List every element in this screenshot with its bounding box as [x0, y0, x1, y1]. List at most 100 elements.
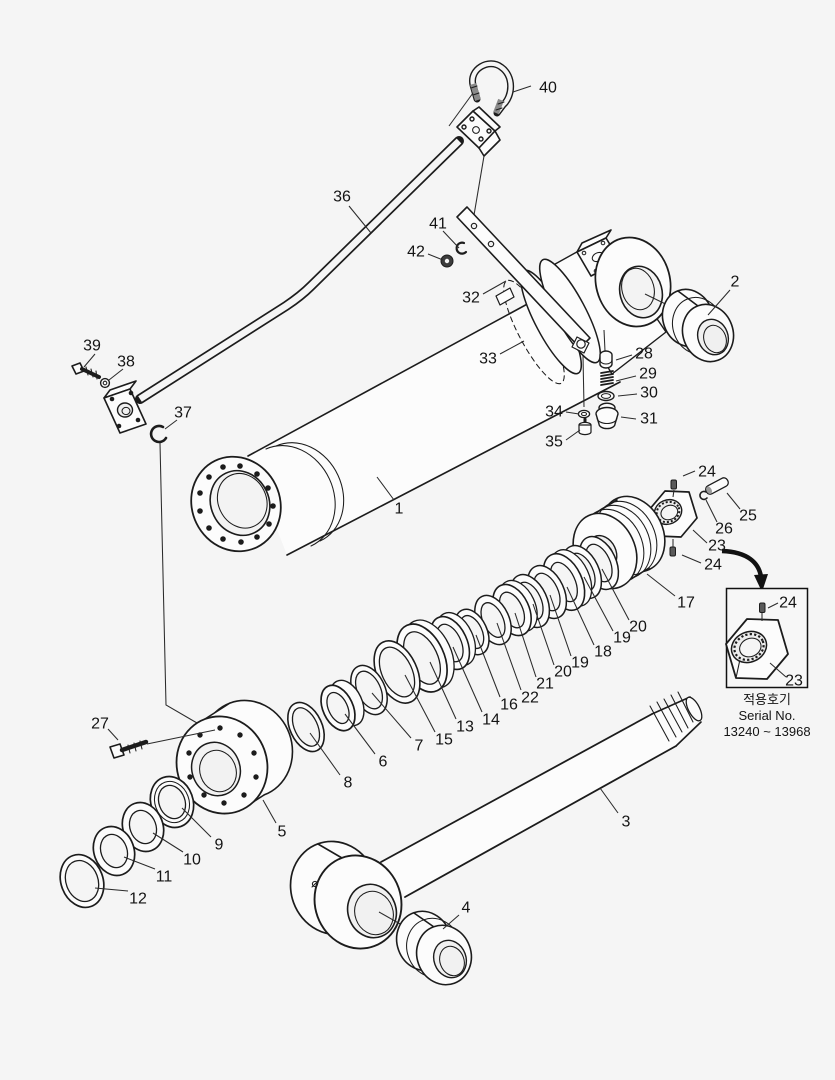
leader-line-23 — [692, 529, 708, 544]
part-36-pipe — [135, 136, 464, 404]
part-35-bolt — [578, 417, 592, 436]
leader-line-3 — [599, 787, 619, 814]
inset-set-screw — [759, 602, 766, 621]
callout-21: 21 — [536, 676, 554, 693]
callout-20: 20 — [554, 664, 572, 681]
leader-line-20 — [601, 568, 630, 621]
callout-33: 33 — [479, 351, 497, 368]
part-38-washer — [99, 377, 111, 389]
callout-29: 29 — [639, 366, 657, 383]
part-12-ring — [59, 853, 105, 909]
leader-line-33 — [499, 340, 525, 355]
part-2-bushing — [661, 288, 735, 363]
part-4-bushing — [395, 910, 473, 986]
part-27-bolt — [109, 739, 149, 759]
caption-serial: Serial No. — [738, 708, 795, 723]
leader-line-13 — [429, 661, 457, 720]
part-1-cylinder-tube — [190, 276, 621, 556]
leader-line-15 — [404, 674, 436, 733]
part-39-bolt — [71, 362, 101, 380]
leader-line-40 — [512, 85, 532, 93]
callout-2: 2 — [731, 274, 740, 291]
part-34-washer — [577, 409, 591, 419]
leader-line-32 — [482, 280, 507, 295]
leader-line-17 — [646, 573, 676, 597]
leader-line-6 — [344, 713, 376, 755]
leader-line-11 — [123, 856, 156, 870]
leader-line-24 — [682, 470, 696, 477]
leader-line-38 — [108, 368, 124, 381]
callout-27: 27 — [91, 716, 109, 733]
callout-3: 3 — [622, 814, 631, 831]
leader-line-9 — [181, 807, 212, 838]
part-42-grommet — [440, 254, 454, 268]
callout-22: 22 — [521, 690, 539, 707]
part-32-band-strap — [456, 206, 591, 354]
oring-position-line — [159, 442, 198, 724]
part-10-ring — [121, 801, 165, 853]
callout-39: 39 — [83, 338, 101, 355]
callout-28: 28 — [635, 346, 653, 363]
ubolt-position-line — [448, 92, 474, 127]
callout-41: 41 — [429, 216, 447, 233]
leader-line-28 — [615, 354, 633, 361]
callout-10: 10 — [183, 852, 201, 869]
leader-line-24 — [681, 554, 702, 564]
callout-36: 36 — [333, 189, 351, 206]
callout-17: 17 — [677, 595, 695, 612]
inset-nut — [725, 618, 789, 680]
leader-line-12 — [94, 887, 129, 892]
fitting-to-strap-line — [472, 155, 485, 222]
callout-14: 14 — [482, 712, 500, 729]
callout-23: 23 — [708, 538, 726, 555]
caption-model: 적용호기 — [743, 692, 791, 707]
leader-line-36 — [348, 205, 372, 234]
leader-line-34 — [565, 411, 580, 415]
inset-box — [725, 587, 809, 689]
serial-caption: 적용호기 Serial No. 13240 ~ 13968 — [723, 692, 810, 739]
part-29-spring — [600, 370, 614, 386]
part-37-o-ring — [149, 424, 168, 444]
leader-line-27 — [107, 728, 119, 741]
leader-line-23 — [769, 662, 787, 678]
callout-35: 35 — [545, 434, 563, 451]
callout-32: 32 — [462, 290, 480, 307]
callout-6: 6 — [379, 754, 388, 771]
rod-eye-boss — [594, 236, 672, 328]
leader-line-18 — [566, 586, 595, 646]
leader-line-10 — [152, 832, 184, 853]
part-31-valve — [595, 402, 619, 430]
callout-37: 37 — [174, 405, 192, 422]
callout-1: 1 — [395, 501, 404, 518]
inset-arrow — [721, 548, 768, 592]
callout-38: 38 — [117, 354, 135, 371]
leader-line-19 — [549, 594, 572, 657]
clamp-to-bolt-line — [582, 355, 585, 408]
leader-line-5 — [262, 799, 277, 824]
part-40-u-bolt — [469, 60, 515, 117]
leader-line-24 — [767, 602, 779, 609]
leader-line-21 — [514, 612, 537, 678]
part-6-bushing — [320, 679, 365, 732]
bolt27-to-head-line — [146, 729, 216, 745]
leader-line-14 — [452, 646, 483, 713]
leader-line-26 — [705, 499, 718, 523]
leader-line-22 — [496, 622, 522, 691]
callout-42: 42 — [407, 244, 425, 261]
callout-15: 15 — [435, 732, 453, 749]
callout-23: 23 — [785, 673, 803, 690]
callout-5: 5 — [278, 824, 287, 841]
leader-line-37 — [164, 419, 178, 430]
leader-line-31 — [620, 416, 637, 420]
part-25-pin — [705, 477, 729, 495]
callout-20: 20 — [629, 619, 647, 636]
port-to-plug-line — [603, 329, 606, 352]
part-24-set-screw-top — [670, 479, 677, 498]
flange-block — [103, 380, 147, 434]
callout-7: 7 — [415, 738, 424, 755]
leader-line-16 — [475, 634, 501, 698]
leader-line-8 — [309, 732, 341, 776]
part-9-ring — [149, 775, 195, 829]
